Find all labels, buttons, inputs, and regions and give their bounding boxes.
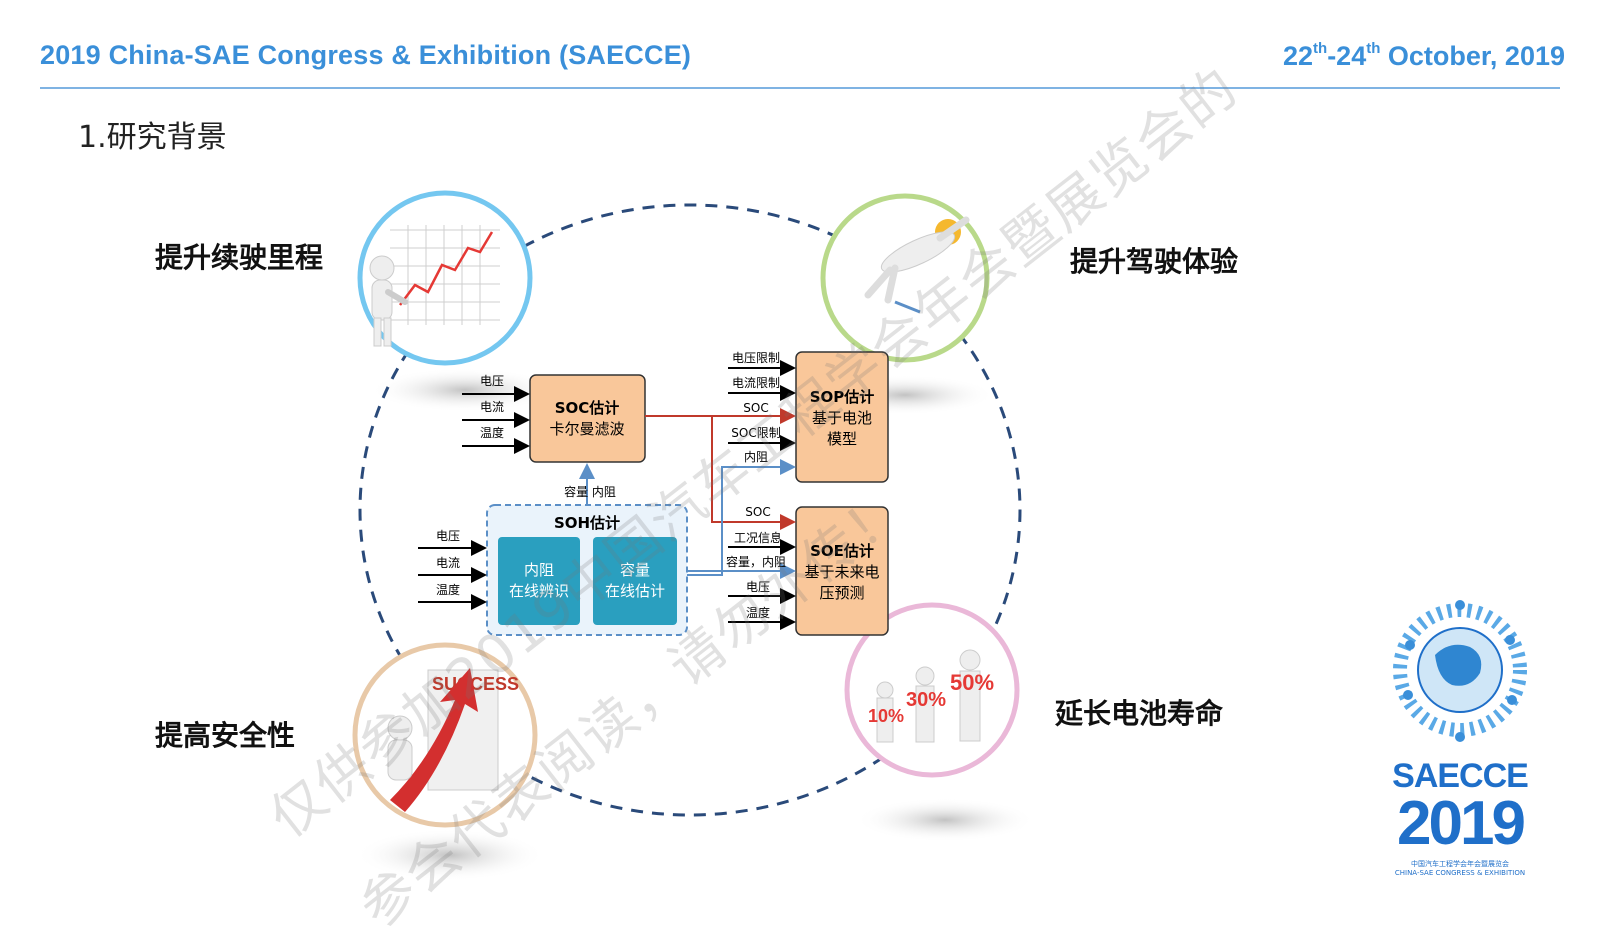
sop-subtitle-1: 基于电池 [812,409,872,427]
soe-input-soc: SOC [745,505,770,519]
soh-resistance-label-2: 在线辨识 [509,582,569,600]
success-illustration: SUCCESS [352,642,538,828]
soe-input-capacity-resistance: 容量，内阻 [726,554,786,569]
soc-block: SOC估计 卡尔曼滤波 [529,374,646,463]
soc-title: SOC估计 [555,399,620,417]
outer-dashed-circle [358,203,1022,817]
shadow-ellipse [855,798,1035,842]
soh-block: SOH估计 内阻 在线辨识 容量 在线估计 [486,504,688,636]
logo-year: 2019 [1397,789,1526,858]
sop-inputs: 电压限制 电流限制 SOC SOC限制 内阻 [728,351,796,464]
percent-figures-illustration: 10% 30% 50% [844,602,1020,778]
percent-label-2: 30% [906,689,946,711]
soh-output-arrows [687,459,796,579]
soc-input-voltage: 电压 [480,374,504,388]
soh-input-temperature: 温度 [436,582,460,597]
chart-illustration [357,190,533,366]
soh-capacity-label-2: 在线估计 [605,582,665,600]
shadow-ellipse [370,368,560,412]
label-safety: 提高安全性 [155,719,296,752]
section-title: 1.研究背景 [78,120,227,155]
sop-block: SOP估计 基于电池 模型 [795,351,889,483]
soh-input-current: 电流 [436,556,460,570]
soe-block: SOE估计 基于未来电 压预测 [795,506,889,636]
soe-input-temperature: 温度 [746,605,770,620]
success-text: SUCCESS [432,674,519,694]
soc-inputs: 电压 电流 温度 [462,374,530,454]
soe-subtitle-1: 基于未来电 [804,563,879,581]
shadow-ellipse [355,829,545,881]
soh-title: SOH估计 [554,514,620,532]
globe-icon [1393,600,1527,742]
soe-inputs: SOC 工况信息 容量，内阻 电压 温度 [726,505,796,630]
soh-resistance-label-1: 内阻 [524,561,554,579]
percent-label-1: 10% [868,706,904,726]
label-experience: 提升驾驶体验 [1070,245,1239,278]
soc-input-temperature: 温度 [480,425,504,440]
soe-title: SOE估计 [810,542,874,560]
soe-subtitle-2: 压预测 [819,584,864,602]
header-divider [40,87,1560,89]
sop-subtitle-2: 模型 [827,430,857,448]
sop-input-resistance: 内阻 [744,450,768,464]
diagram-canvas: SUCCESS 10% 30% 50% SOC估计 卡尔曼滤波 SOP估计 基于… [352,190,1035,881]
percent-label-3: 50% [950,670,994,695]
label-battery-life: 延长电池寿命 [1055,697,1224,730]
soc-input-current: 电流 [480,400,504,414]
flying-figure-illustration [820,193,990,363]
soe-input-conditions: 工况信息 [734,530,782,545]
soh-to-soc-label: 容量 内阻 [564,484,616,499]
soh-capacity-label-1: 容量 [620,561,650,579]
sop-input-voltage-limit: 电压限制 [732,351,780,365]
logo-name: SAECCE [1392,757,1529,795]
soh-capacity-box [593,537,677,625]
sop-input-soc: SOC [743,401,768,415]
sop-input-soc-limit: SOC限制 [731,426,780,440]
label-range: 提升续驶里程 [155,241,324,274]
soh-input-voltage: 电压 [436,529,460,543]
soh-inputs: 电压 电流 温度 [418,529,487,610]
sop-title: SOP估计 [810,388,875,406]
soh-resistance-box [498,537,580,625]
congress-title: 2019 China-SAE Congress & Exhibition (SA… [40,40,692,70]
soc-output-arrows [645,408,796,530]
soc-subtitle: 卡尔曼滤波 [549,420,624,438]
sop-input-current-limit: 电流限制 [732,376,780,390]
congress-date: 22th-24th October, 2019 [1282,40,1565,71]
soe-input-voltage: 电压 [746,580,770,594]
